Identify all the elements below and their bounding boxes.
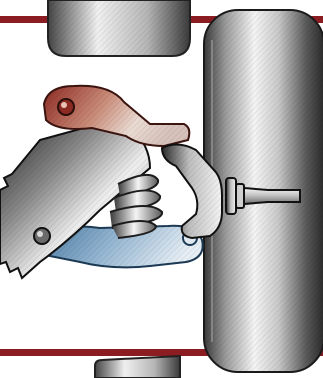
- frame-block-bottom: [95, 356, 180, 378]
- axle-stub: [244, 188, 300, 204]
- frame-block-top: [48, 0, 190, 56]
